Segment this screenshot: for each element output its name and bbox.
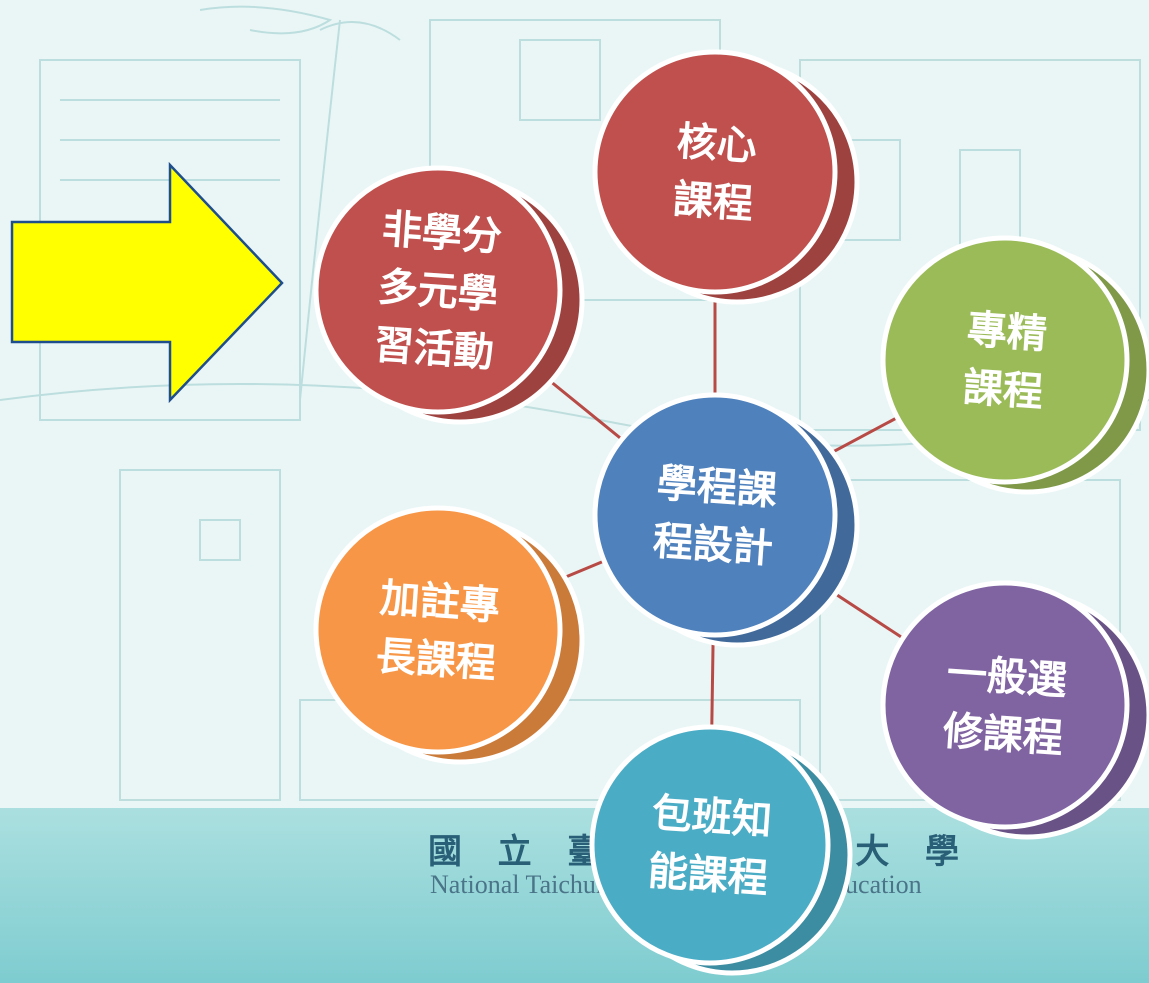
footer-chinese-right: 大 學: [855, 832, 964, 872]
node-endorsement-line-2: 長課程: [374, 633, 497, 687]
node-class-knowledge-line-2: 能課程: [646, 848, 769, 902]
node-core-line-1: 核心: [675, 119, 758, 170]
node-class-knowledge-disc: [589, 724, 831, 966]
node-general-elective-line-1: 一般選: [945, 650, 1068, 704]
footer-chinese-title: 國 立 臺大 學: [428, 824, 1048, 873]
node-center-line-1: 學程課: [655, 460, 778, 514]
node-non-credit-disc: [313, 165, 563, 415]
node-non-credit-line-3: 習活動: [372, 322, 495, 376]
node-core-disc: [592, 49, 838, 295]
node-specialized-line-1: 專精: [965, 307, 1048, 358]
node-endorsement-line-1: 加註專: [378, 575, 501, 629]
node-general-elective-line-2: 修課程: [941, 708, 1064, 762]
node-specialized-line-2: 課程: [961, 365, 1044, 416]
node-non-credit-line-2: 多元學: [376, 264, 499, 318]
node-endorsement-disc: [313, 505, 563, 755]
node-core-line-2: 課程: [671, 177, 754, 228]
yellow-arrow-icon: [10, 161, 284, 404]
footer-band: [0, 808, 1149, 983]
footer-chinese-left: 國 立 臺: [428, 832, 606, 872]
node-specialized-disc: [880, 235, 1130, 485]
node-general-elective-disc: [880, 580, 1130, 830]
node-center-line-2: 程設計: [651, 518, 774, 572]
node-class-knowledge-line-1: 包班知: [650, 790, 773, 844]
node-center-disc: [592, 392, 838, 638]
node-non-credit-line-1: 非學分: [380, 206, 503, 260]
